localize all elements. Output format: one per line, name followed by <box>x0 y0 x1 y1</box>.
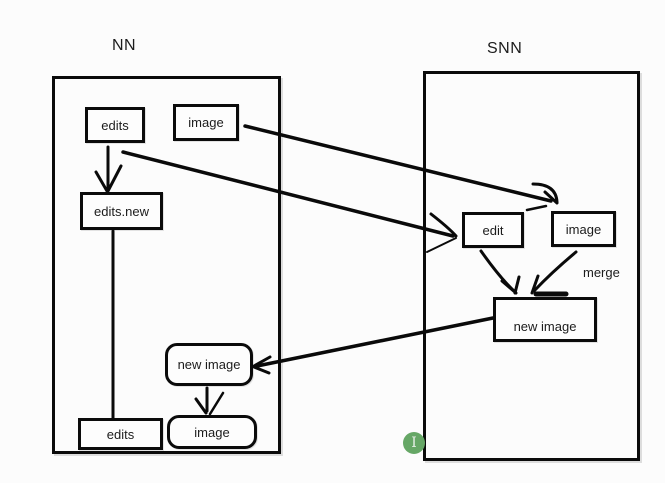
node-nn-image[interactable]: image <box>173 104 239 141</box>
merge-annotation: merge <box>583 265 620 280</box>
node-label: new image <box>513 319 577 334</box>
node-nn-edits[interactable]: edits <box>85 107 145 143</box>
node-label: image <box>188 115 224 130</box>
node-nn-new-image[interactable]: new image <box>165 343 253 386</box>
node-nn-edits-bottom[interactable]: edits <box>78 418 163 450</box>
snn-group-title: SNN <box>487 40 523 57</box>
node-snn-edit[interactable]: edit <box>462 212 524 248</box>
text-cursor-indicator-icon: I <box>403 432 425 454</box>
node-label: edits <box>106 426 135 442</box>
node-label: new image <box>177 357 241 372</box>
i-beam-glyph: I <box>411 435 417 451</box>
node-snn-new-image[interactable]: new image <box>493 297 597 342</box>
snn-container-box[interactable] <box>423 71 640 461</box>
node-nn-image-bottom[interactable]: image <box>167 415 257 449</box>
node-snn-image[interactable]: image <box>551 211 616 247</box>
node-label: image <box>194 424 230 440</box>
node-label: edits.new <box>94 203 149 219</box>
node-label: image <box>565 221 602 237</box>
node-label: edit <box>482 222 504 238</box>
nn-group-title: NN <box>112 37 137 54</box>
node-label: edits <box>101 117 129 133</box>
node-nn-edits-new[interactable]: edits.new <box>80 192 163 230</box>
nn-container-box[interactable] <box>52 76 281 454</box>
